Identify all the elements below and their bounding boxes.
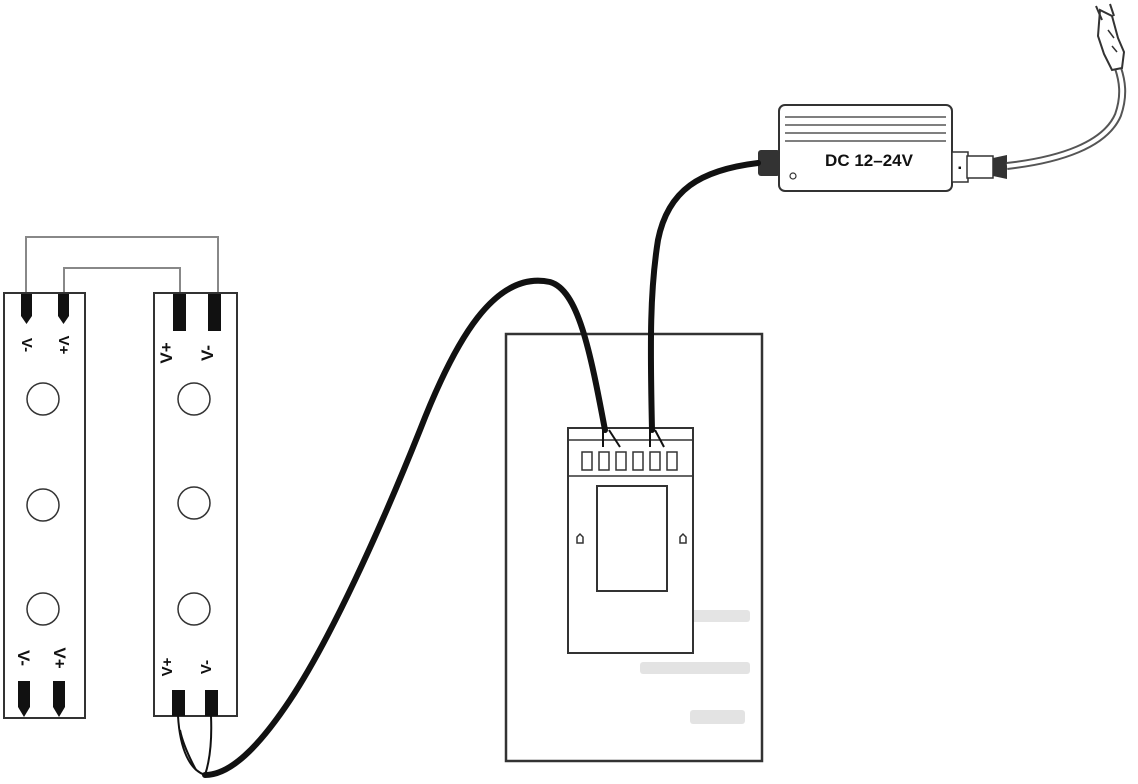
dc-cable [647, 160, 761, 433]
ac-input-cable [1006, 66, 1127, 170]
solder-pad [172, 690, 185, 716]
terminal-leads [602, 429, 665, 448]
led-strip-left: V- V+ V- V+ [3, 292, 86, 719]
strip-left-bottom-label-1: V- [14, 650, 33, 666]
strip-right-bottom-label-1: V+ [159, 657, 176, 676]
solder-pad [205, 690, 218, 716]
mount-hole [679, 532, 687, 544]
strip-right-bottom-label-2: V- [198, 660, 215, 674]
led-dot [177, 486, 211, 520]
terminal-block [581, 451, 678, 471]
solder-pad [18, 681, 30, 717]
ac-plug-icon [1095, 3, 1126, 72]
led-dot [177, 592, 211, 626]
strip-right-top-label-2: V- [198, 345, 217, 361]
strip-left-top-label-2: V+ [55, 336, 72, 355]
solder-pad [53, 681, 65, 717]
led-dot [26, 488, 60, 522]
solder-pad [173, 294, 186, 331]
adapter-label: DC 12–24V [825, 151, 914, 170]
adapter-indicator [789, 172, 797, 180]
mount-hole [576, 532, 584, 544]
dc-connector [758, 150, 780, 176]
output-cable [202, 277, 608, 778]
led-dot [26, 382, 60, 416]
power-adapter: DC 12–24V ▪ [758, 104, 1007, 192]
strip-left-top-label-1: V- [18, 338, 35, 352]
solder-pad [21, 294, 32, 324]
led-strip-right: V+ V- V+ V- [153, 292, 238, 717]
svg-text:▪: ▪ [958, 163, 962, 174]
controller-window [596, 485, 668, 592]
solder-pad [58, 294, 69, 324]
led-dot [26, 592, 60, 626]
led-dot [177, 382, 211, 416]
strip-jumper-wires [25, 236, 219, 300]
solder-pad [208, 294, 221, 331]
strip-right-top-label-1: V+ [157, 342, 176, 363]
wall-panel [504, 332, 764, 763]
strip-left-bottom-label-2: V+ [50, 647, 69, 668]
output-cable-leads [177, 715, 213, 776]
